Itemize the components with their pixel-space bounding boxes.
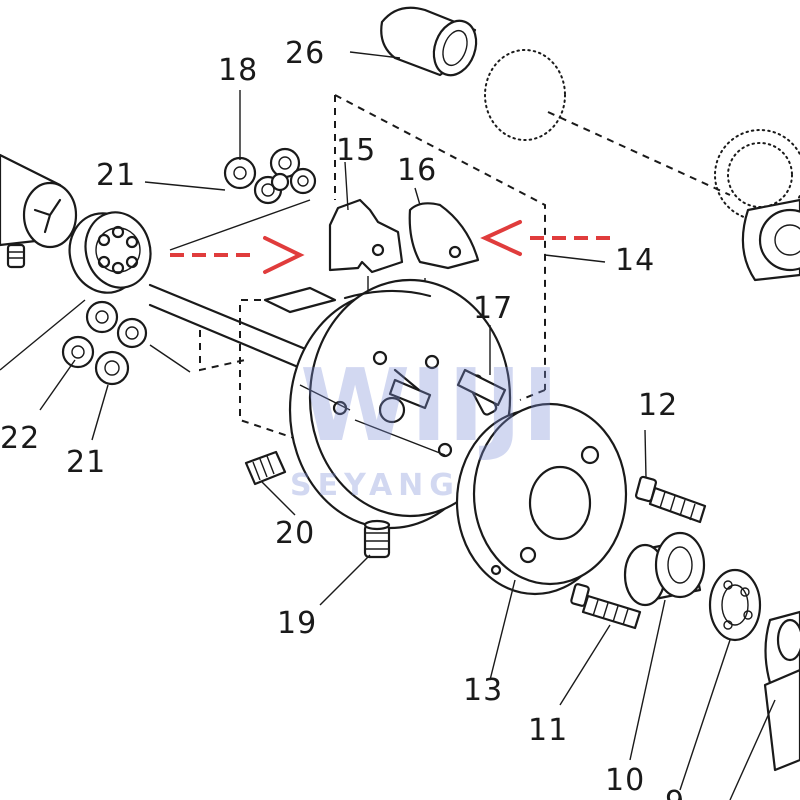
left-shaft-housing: [0, 153, 78, 269]
highlight-arrow-right: [480, 220, 610, 256]
label-19: 19: [277, 606, 317, 641]
highlight-arrow-left: [170, 236, 305, 274]
small-rings-bottom: [61, 300, 191, 386]
label-14: 14: [615, 243, 655, 278]
part-16-cam: [408, 202, 480, 298]
part-26-sleeve: [380, 6, 731, 196]
part-11-bolt: [570, 583, 642, 630]
watermark-text: SEYANG: [290, 468, 460, 503]
part-labels: 26 18 21 15 16 14 17 22 21 20 12 19 13 1…: [0, 36, 685, 800]
label-10: 10: [605, 763, 645, 798]
label-12: 12: [638, 388, 678, 423]
label-18: 18: [218, 53, 258, 88]
part-10-sleeve: [623, 531, 706, 607]
label-21-top: 21: [96, 158, 136, 193]
bearing-large-left: [68, 211, 152, 294]
watermark-lettering: WIIJI: [300, 347, 559, 464]
bottom-right-shaft: [763, 610, 800, 772]
label-22: 22: [0, 421, 40, 456]
part-15-block: [328, 198, 404, 295]
label-17: 17: [473, 291, 513, 326]
part-19-spring: [363, 519, 391, 559]
leader-lines: [0, 51, 776, 800]
part-20-set-screw: [244, 450, 287, 486]
label-9: 9: [665, 785, 685, 800]
watermark-logo: WIIJI SEYANG: [290, 347, 559, 503]
part-12-bolt: [634, 475, 707, 524]
gear-cluster-right: [714, 129, 800, 282]
label-20: 20: [275, 516, 315, 551]
small-rings-top: [223, 147, 317, 205]
part-9-bearing: [708, 568, 762, 642]
label-11: 11: [528, 713, 568, 748]
label-15: 15: [336, 133, 376, 168]
part-17-pin: [388, 368, 507, 410]
label-13: 13: [463, 673, 503, 708]
label-21-bottom: 21: [66, 445, 106, 480]
main-shaft: [148, 283, 337, 374]
label-26: 26: [285, 36, 325, 71]
part-13-flange: [455, 402, 628, 596]
label-16: 16: [397, 153, 437, 188]
